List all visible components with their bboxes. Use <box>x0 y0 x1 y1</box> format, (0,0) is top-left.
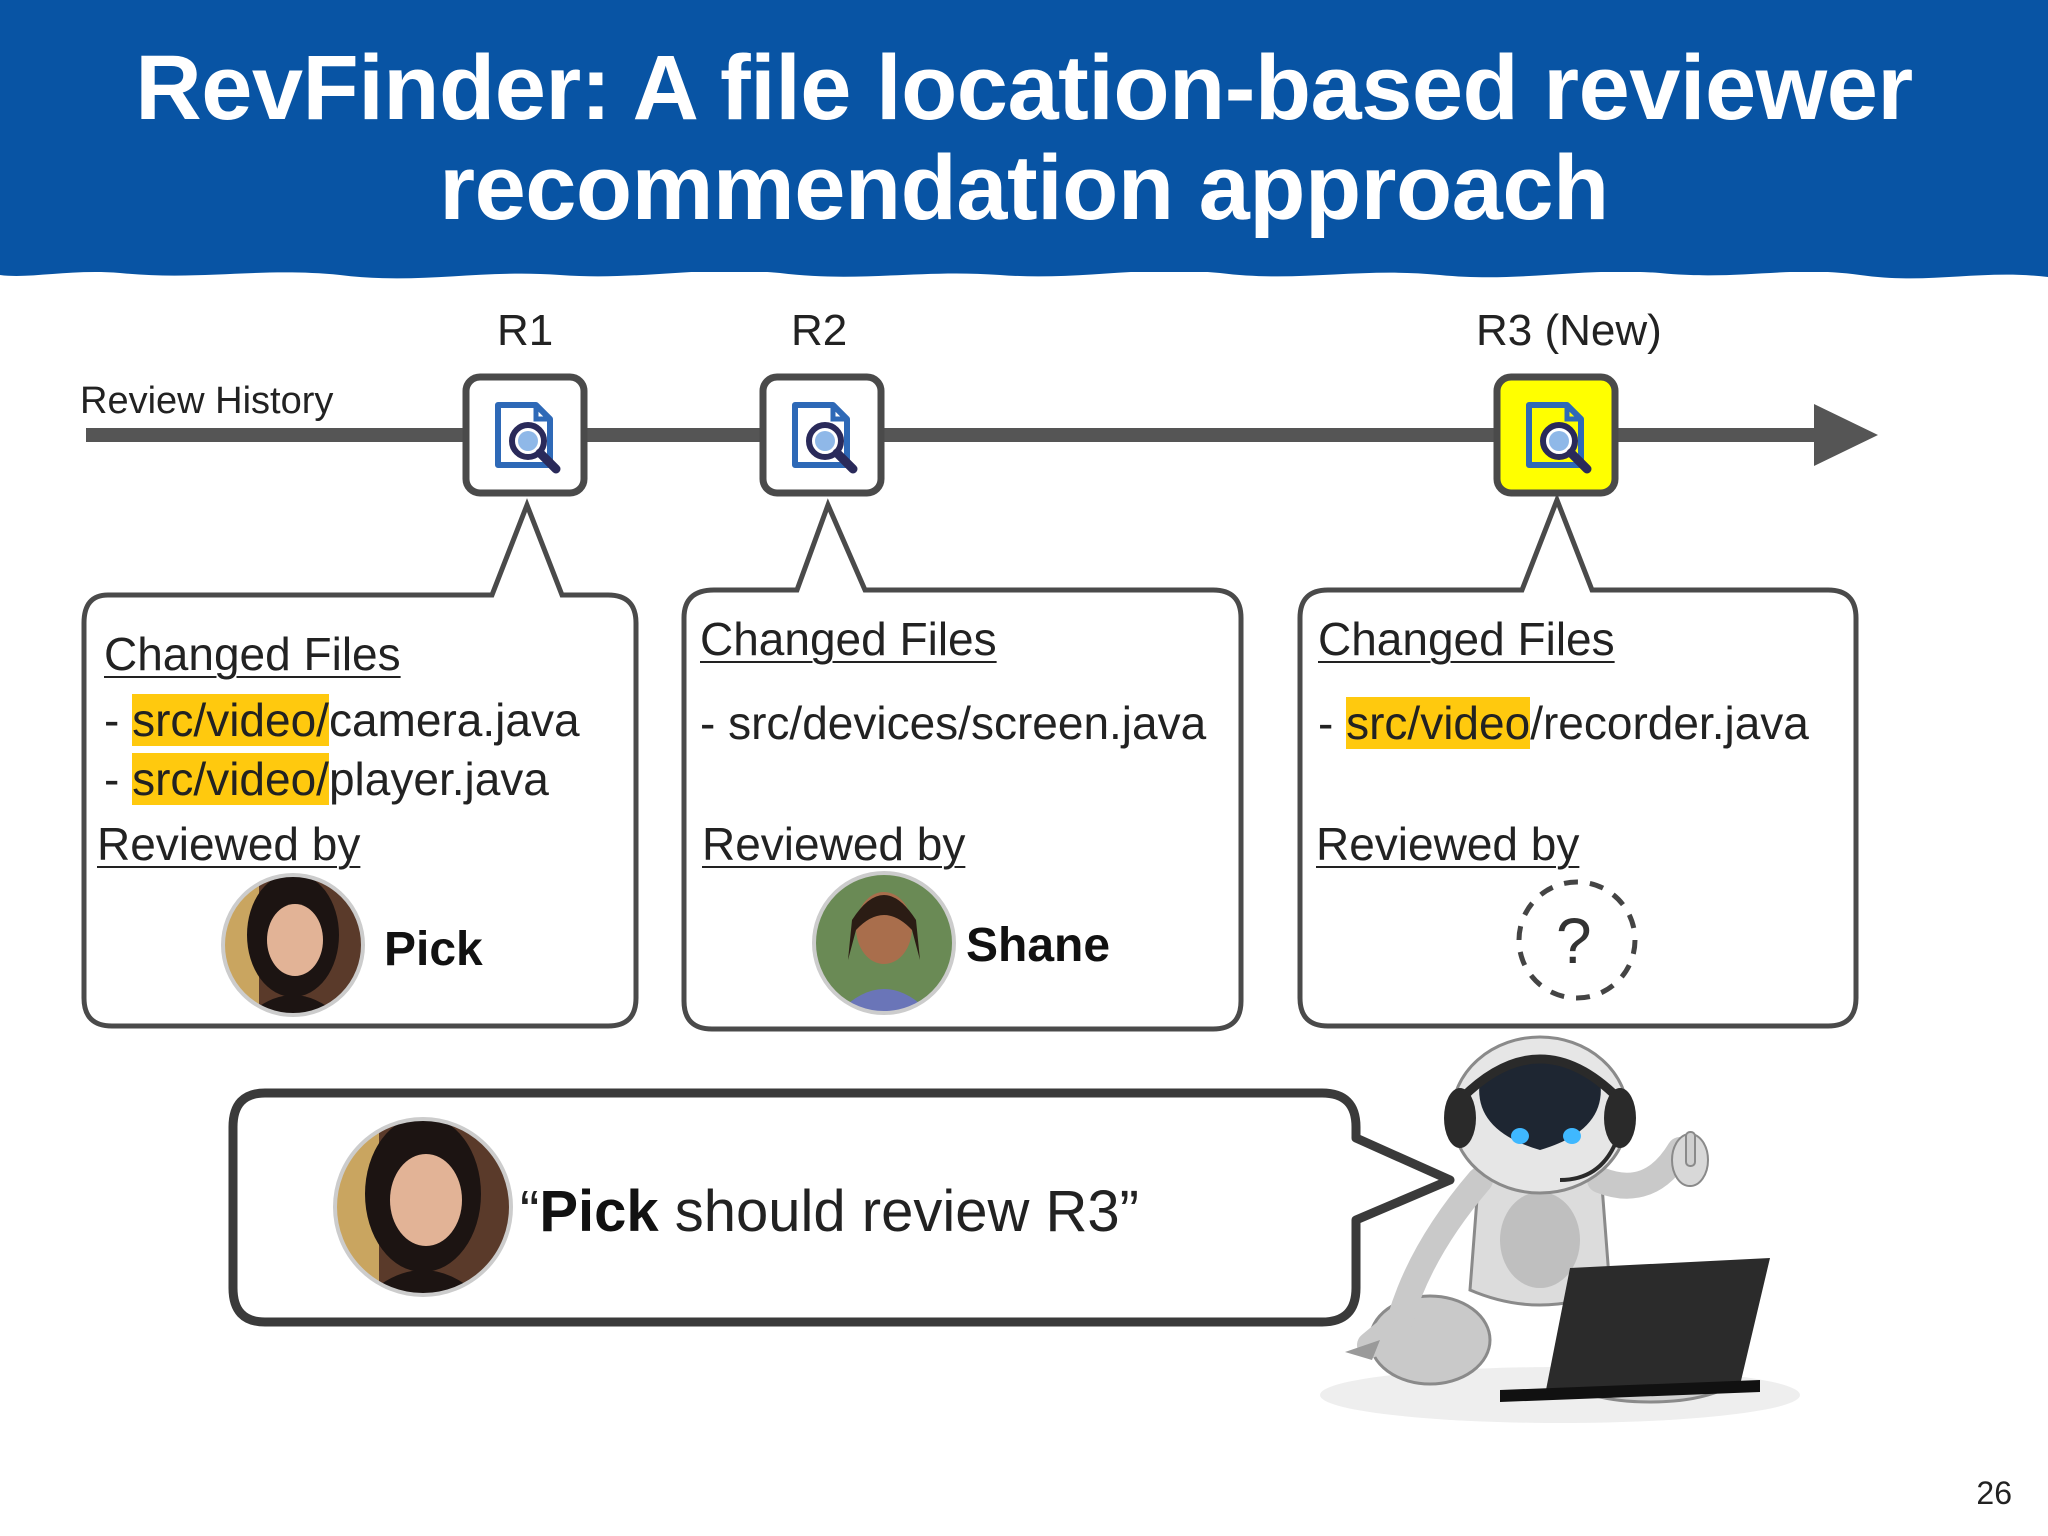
callout-box-r2 <box>681 498 1244 1032</box>
file-prefix: - <box>104 694 133 746</box>
review-label-r2: R2 <box>791 306 848 355</box>
title-line-2: recommendation approach <box>439 137 1609 239</box>
recommendation-bubble <box>228 1088 1455 1327</box>
file-path: - src/video/recorder.java <box>1318 694 1809 753</box>
file-name: player.java <box>328 753 549 805</box>
recommendation-quote: “Pick should review R3” <box>520 1178 1139 1245</box>
title-banner: RevFinder: A file location-based reviewe… <box>0 0 2048 272</box>
card-r1: Changed Files - src/video/camera.java - … <box>104 627 580 809</box>
file-name: /recorder.java <box>1530 697 1809 749</box>
recommendation-text: should review R3” <box>658 1179 1139 1244</box>
reviewed-by-label: Reviewed by <box>702 818 966 870</box>
path-highlight: src/video <box>1346 697 1531 749</box>
review-label-r1: R1 <box>497 306 554 355</box>
review-box-r1 <box>462 373 588 497</box>
review-history-label: Review History <box>80 380 334 422</box>
review-box-r3 <box>1493 373 1619 497</box>
file-prefix: - <box>700 697 729 749</box>
changed-files-heading: Changed Files <box>104 628 401 680</box>
changed-files-heading: Changed Files <box>700 613 997 665</box>
file-name: camera.java <box>328 694 580 746</box>
reviewed-by-label: Reviewed by <box>1316 818 1580 870</box>
callout-box-r3 <box>1297 493 1859 1029</box>
changed-files-heading: Changed Files <box>1318 613 1615 665</box>
robot-illustration <box>1320 1035 1800 1423</box>
reviewer-name: Pick <box>384 923 483 976</box>
open-quote: “ <box>520 1179 540 1244</box>
avatar-shane <box>812 871 956 1015</box>
unknown-reviewer-circle <box>1516 879 1638 1001</box>
torn-edge <box>0 255 2048 279</box>
file-prefix: - <box>1318 697 1347 749</box>
card-r2: Changed Files - src/devices/screen.java <box>700 612 1206 753</box>
file-path: - src/video/player.java <box>104 750 580 809</box>
file-prefix: - <box>104 753 133 805</box>
reviewer-name: Shane <box>966 919 1111 972</box>
page-number: 26 <box>1976 1475 2012 1511</box>
title-line-1: RevFinder: A file location-based reviewe… <box>135 37 1913 139</box>
path-highlight: src/video/ <box>132 753 329 805</box>
review-label-r3: R3 (New) <box>1476 306 1662 355</box>
recommended-reviewer: Pick <box>539 1179 659 1244</box>
unknown-reviewer-mark: ? <box>1556 905 1592 977</box>
avatar-pick <box>221 873 365 1017</box>
card-r3: Changed Files - src/video/recorder.java <box>1318 612 1809 753</box>
file-path: - src/video/camera.java <box>104 691 580 750</box>
review-box-r2 <box>759 373 885 497</box>
reviewed-by-label: Reviewed by <box>97 818 361 870</box>
file-path: - src/devices/screen.java <box>700 694 1206 753</box>
avatar-pick-large <box>333 1117 513 1297</box>
callout-box-r1 <box>81 498 639 1029</box>
path-highlight: src/video/ <box>132 694 329 746</box>
slide-title: RevFinder: A file location-based reviewe… <box>0 38 2048 238</box>
file-name: src/devices/screen.java <box>728 697 1207 749</box>
